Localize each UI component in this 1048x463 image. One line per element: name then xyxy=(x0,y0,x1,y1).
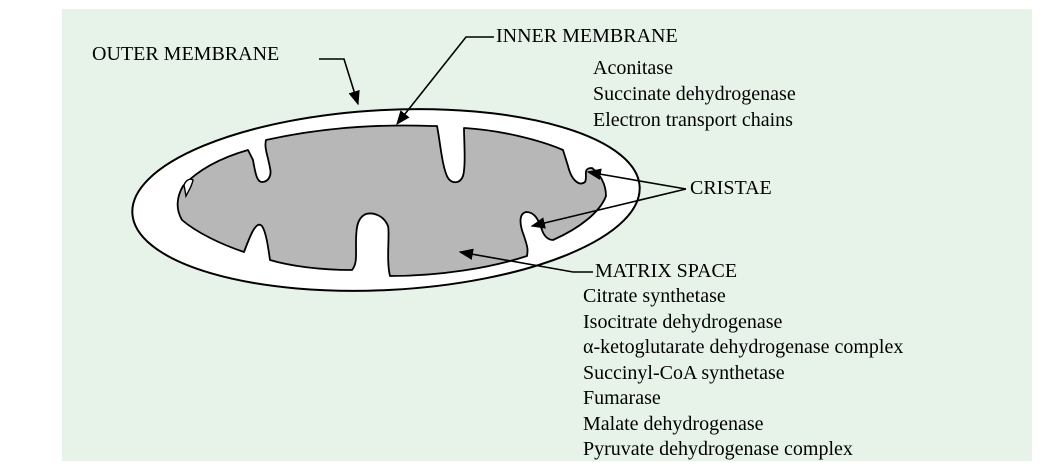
enzyme-item: Electron transport chains xyxy=(593,107,796,133)
enzyme-item: Pyruvate dehydrogenase complex xyxy=(583,437,903,463)
matrix-enzyme-list: Citrate synthetase Isocitrate dehydrogen… xyxy=(583,284,903,463)
cristae-label: CRISTAE xyxy=(690,176,772,200)
enzyme-item: Fumarase xyxy=(583,386,903,412)
inner-membrane-enzyme-list: Aconitase Succinate dehydrogenase Electr… xyxy=(593,55,796,133)
outer-membrane-label: OUTER MEMBRANE xyxy=(92,42,279,66)
matrix-space-label: MATRIX SPACE xyxy=(595,259,737,283)
enzyme-item: Succinyl-CoA synthetase xyxy=(583,361,903,387)
enzyme-item: Isocitrate dehydrogenase xyxy=(583,310,903,336)
enzyme-item: Aconitase xyxy=(593,55,796,81)
inner-membrane-label: INNER MEMBRANE xyxy=(496,24,678,48)
outer-membrane-pointer xyxy=(319,59,358,104)
enzyme-item: Malate dehydrogenase xyxy=(583,412,903,438)
enzyme-item: Succinate dehydrogenase xyxy=(593,81,796,107)
enzyme-item: α-ketoglutarate dehydrogenase complex xyxy=(583,335,903,361)
enzyme-item: Citrate synthetase xyxy=(583,284,903,310)
